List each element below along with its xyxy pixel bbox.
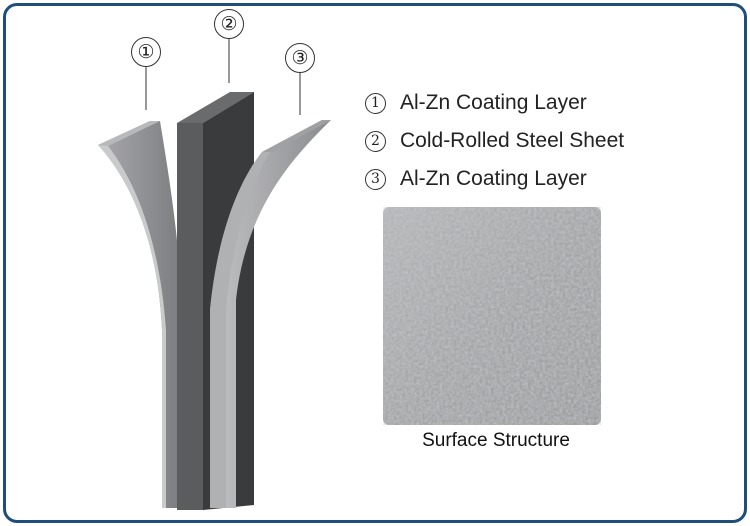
callout-3: ③ [285, 43, 315, 73]
coating-layer-3 [210, 120, 331, 508]
surface-structure-image [383, 207, 601, 425]
legend-number: 2 [365, 130, 386, 152]
diagram-frame [3, 3, 747, 523]
legend-item: 1 Al-Zn Coating Layer [365, 84, 624, 122]
legend-number: 1 [365, 92, 386, 114]
callout-2: ② [214, 9, 244, 39]
legend-label: Al-Zn Coating Layer [400, 91, 587, 114]
legend-label: Al-Zn Coating Layer [400, 167, 587, 190]
coating-layer-1 [98, 121, 182, 508]
legend-number: 3 [365, 168, 386, 190]
legend-item: 3 Al-Zn Coating Layer [365, 160, 624, 198]
callout-1: ① [131, 37, 161, 67]
surface-caption: Surface Structure [422, 430, 570, 451]
legend-label: Cold-Rolled Steel Sheet [400, 129, 625, 152]
legend-item: 2 Cold-Rolled Steel Sheet [365, 122, 624, 160]
legend: 1 Al-Zn Coating Layer 2 Cold-Rolled Stee… [365, 84, 624, 198]
